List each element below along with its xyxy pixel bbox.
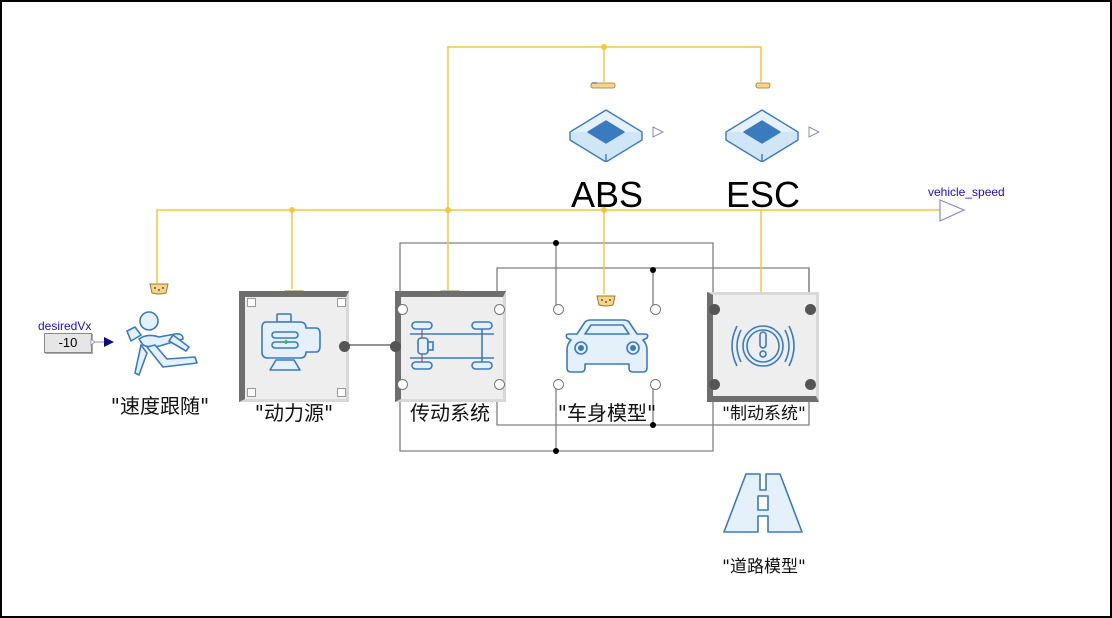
body-port[interactable] [650,379,661,390]
resize-handle[interactable] [337,298,346,307]
body-port[interactable] [553,304,564,315]
abs-label: ABS [570,174,644,215]
vehicle-body-label: "车身模型" [557,401,657,425]
bus-junction [445,207,451,213]
esc-bus-connector-icon[interactable] [755,82,771,90]
brake-port[interactable] [805,304,816,315]
drivetrain-block[interactable] [395,291,506,402]
body-port[interactable] [650,304,661,315]
driver-seat-icon[interactable] [117,309,202,379]
resize-handle[interactable] [247,388,256,397]
speed-follow-label: "速度跟随" [110,394,210,418]
drivetrain-port[interactable] [397,304,408,315]
resize-handle[interactable] [247,298,256,307]
road-model-label: "道路模型" [722,557,806,577]
brake-port[interactable] [805,379,816,390]
junction-dot [553,240,559,246]
abs-bus-connector-icon[interactable] [590,82,616,90]
brake-port[interactable] [709,379,720,390]
car-icon[interactable] [565,318,649,374]
abs-chip-icon[interactable] [568,106,668,162]
bus-wire-main [156,209,940,283]
drivetrain-port[interactable] [494,304,505,315]
vehicle-speed-outport [939,199,966,222]
brake-port[interactable] [709,304,720,315]
drivetrain-port[interactable] [397,379,408,390]
power-source-label: "动力源" [254,401,334,425]
motor-icon [261,313,321,371]
bus-connector-icon[interactable] [148,282,170,296]
bus-junction [289,207,295,213]
desired-vx-label: desiredVx [38,319,92,333]
drivetrain-chassis-icon [410,321,494,370]
bus-connector-icon[interactable] [595,294,617,308]
junction-dot [650,267,656,273]
power-output-port[interactable] [339,341,350,352]
brake-warning-icon [731,325,795,367]
signal-arrow-icon [90,337,114,347]
body-port[interactable] [553,379,564,390]
desired-vx-constant[interactable]: -10 [44,333,92,353]
resize-handle[interactable] [337,388,346,397]
junction-dot [553,448,559,454]
junction-dot [650,422,656,428]
brake-system-label: "制动系统" [722,404,806,424]
bus-junction [601,44,607,50]
drivetrain-label: 传动系统 [410,401,490,425]
vehicle-speed-label: vehicle_speed [928,185,1005,199]
brake-system-block[interactable] [707,292,819,402]
drivetrain-port[interactable] [494,379,505,390]
esc-chip-icon[interactable] [724,106,824,162]
road-icon[interactable] [722,472,804,536]
drivetrain-input-port[interactable] [390,341,401,352]
bus-junction [601,207,607,213]
esc-label: ESC [725,174,801,215]
